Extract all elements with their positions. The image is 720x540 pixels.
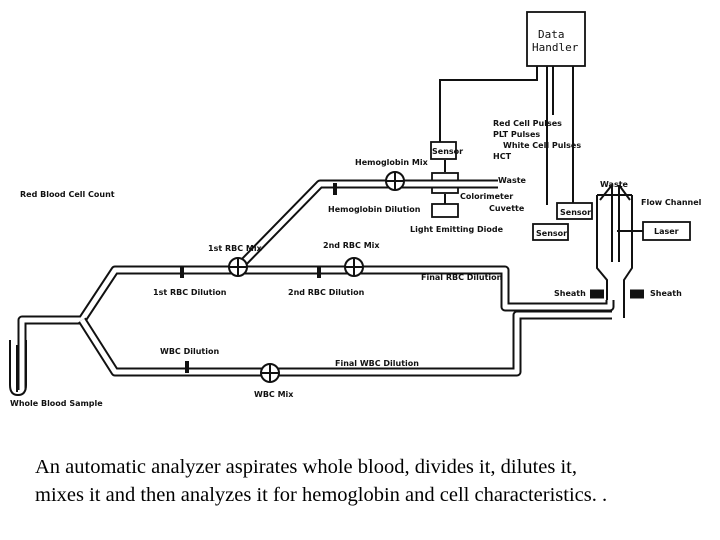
- analyzer-diagram: Data Handler Sensor Sensor Sensor Laser: [9, 11, 702, 408]
- caption-line-2: mixes it and then analyzes it for hemogl…: [35, 484, 608, 506]
- dilution-ports: [180, 183, 337, 373]
- signal-wires: [439, 66, 574, 205]
- data-handler-box: Data Handler: [526, 11, 586, 67]
- flow-sensor-box-lower: [532, 223, 569, 241]
- laser-label: Laser: [654, 227, 679, 236]
- label-final-wbc-dilution: Final WBC Dilution: [335, 359, 419, 368]
- label-rbc-mix-1: 1st RBC Mix: [208, 244, 263, 253]
- label-hemoglobin-dilution: Hemoglobin Dilution: [328, 205, 421, 214]
- label-wbc-dilution: WBC Dilution: [160, 347, 219, 356]
- label-cuvette: Cuvette: [489, 204, 525, 213]
- light-emitting-diode: [431, 203, 459, 218]
- mixer-hemoglobin: [385, 171, 405, 191]
- label-sheath-left: Sheath: [554, 289, 586, 298]
- mixer-rbc-1: [228, 257, 248, 277]
- label-waste-hemoglobin: Waste: [498, 176, 527, 185]
- label-hemoglobin-mix: Hemoglobin Mix: [355, 158, 429, 167]
- flow-sensor-box-upper: [556, 202, 593, 220]
- label-wbc-mix: WBC Mix: [254, 390, 294, 399]
- label-final-rbc-dilution: Final RBC Dilution: [421, 273, 503, 282]
- label-rbc-dilution-1: 1st RBC Dilution: [153, 288, 227, 297]
- flow-sensor-label-upper: Sensor: [560, 208, 591, 217]
- label-flow-channel: Flow Channel: [641, 198, 702, 207]
- flow-chamber: [596, 184, 633, 318]
- label-plt-pulses: PLT Pulses: [493, 130, 540, 139]
- tubing: [17, 179, 644, 390]
- hemoglobin-sensor-box: [430, 141, 457, 160]
- data-handler-label-line1: Data: [538, 28, 565, 41]
- label-red-cell-pulses: Red Cell Pulses: [493, 119, 562, 128]
- label-waste-flow: Waste: [600, 180, 629, 189]
- label-colorimeter: Colorimeter: [460, 192, 513, 201]
- data-handler-label-line2: Handler: [532, 41, 579, 54]
- label-hct: HCT: [493, 152, 512, 161]
- caption-line-1: An automatic analyzer aspirates whole bl…: [35, 456, 577, 478]
- label-whole-blood-sample: Whole Blood Sample: [10, 399, 103, 408]
- hemoglobin-sensor-label: Sensor: [432, 147, 463, 156]
- label-rbc-dilution-2: 2nd RBC Dilution: [288, 288, 365, 297]
- mixer-wbc: [260, 363, 280, 383]
- label-white-cell-pulses: White Cell Pulses: [503, 141, 581, 150]
- sample-tube: [9, 340, 27, 397]
- label-rbc-mix-2: 2nd RBC Mix: [323, 241, 380, 250]
- mixer-rbc-2: [344, 257, 364, 277]
- label-sheath-right: Sheath: [650, 289, 682, 298]
- label-red-blood-cell-count: Red Blood Cell Count: [20, 190, 115, 199]
- flow-sensor-label-lower: Sensor: [536, 229, 567, 238]
- label-light-emitting-diode: Light Emitting Diode: [410, 225, 504, 234]
- caption: An automatic analyzer aspirates whole bl…: [35, 453, 715, 509]
